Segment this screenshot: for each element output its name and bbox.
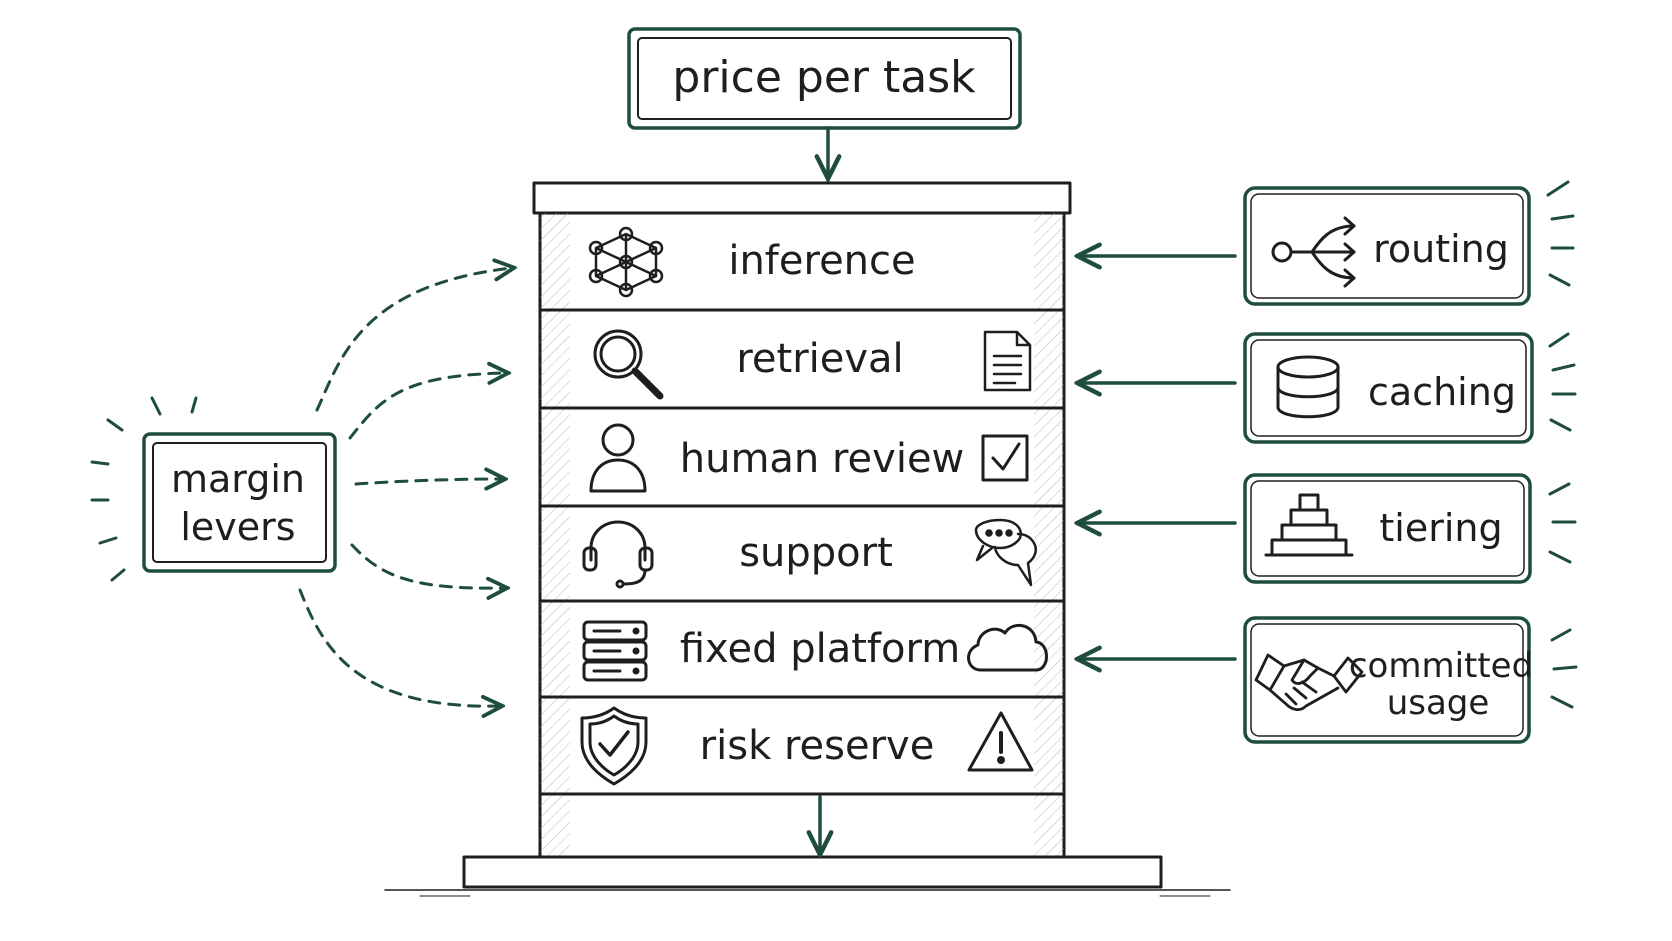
person-icon [589, 423, 647, 493]
layer-label-inference: inference [728, 238, 915, 284]
committed-usage-line1: committed [1349, 646, 1533, 686]
checkbox-icon [981, 434, 1029, 482]
database-icon [1276, 355, 1340, 419]
stack-top-cap [532, 181, 1072, 215]
tiering-label: tiering [1379, 506, 1502, 550]
title-box: price per task [627, 27, 1022, 130]
lever-arrows [1080, 256, 1237, 659]
cloud-icon [967, 623, 1048, 672]
margin-levers-box: margin levers [142, 432, 337, 573]
layer-label-retrieval: retrieval [736, 336, 903, 382]
committed-usage-lever-box: committed usage [1243, 616, 1533, 744]
committed-usage-line2: usage [1387, 683, 1490, 723]
tiering-lever-box: tiering [1243, 473, 1532, 584]
magnifier-icon [593, 329, 664, 400]
routing-icon [1271, 216, 1356, 288]
margin-levers-line2: levers [180, 505, 295, 549]
stack-base [462, 855, 1163, 889]
caching-label: caching [1368, 370, 1516, 414]
document-icon [983, 330, 1032, 392]
cost-stack [384, 181, 1231, 897]
margin-lever-arrows [298, 268, 512, 706]
server-icon [582, 620, 648, 682]
routing-lever-box: routing [1243, 186, 1531, 306]
layer-label-fixed-platform: fixed platform [680, 626, 960, 672]
warning-icon [967, 711, 1034, 772]
headset-icon [582, 520, 654, 589]
routing-label: routing [1373, 227, 1509, 271]
layer-label-support: support [739, 530, 893, 576]
chat-bubbles-icon [974, 518, 1037, 587]
margin-levers-line1: margin [171, 457, 305, 501]
shield-check-icon [580, 706, 648, 786]
caching-lever-box: caching [1243, 332, 1534, 444]
emphasis-marks-left [90, 396, 198, 582]
handshake-icon [1254, 653, 1364, 711]
tier-pyramid-icon [1264, 493, 1354, 557]
neural-network-icon [588, 226, 664, 298]
emphasis-marks-right [1546, 180, 1578, 709]
layer-label-risk-reserve: risk reserve [700, 723, 935, 769]
layer-label-human-review: human review [680, 436, 965, 482]
title-text: price per task [672, 52, 976, 103]
